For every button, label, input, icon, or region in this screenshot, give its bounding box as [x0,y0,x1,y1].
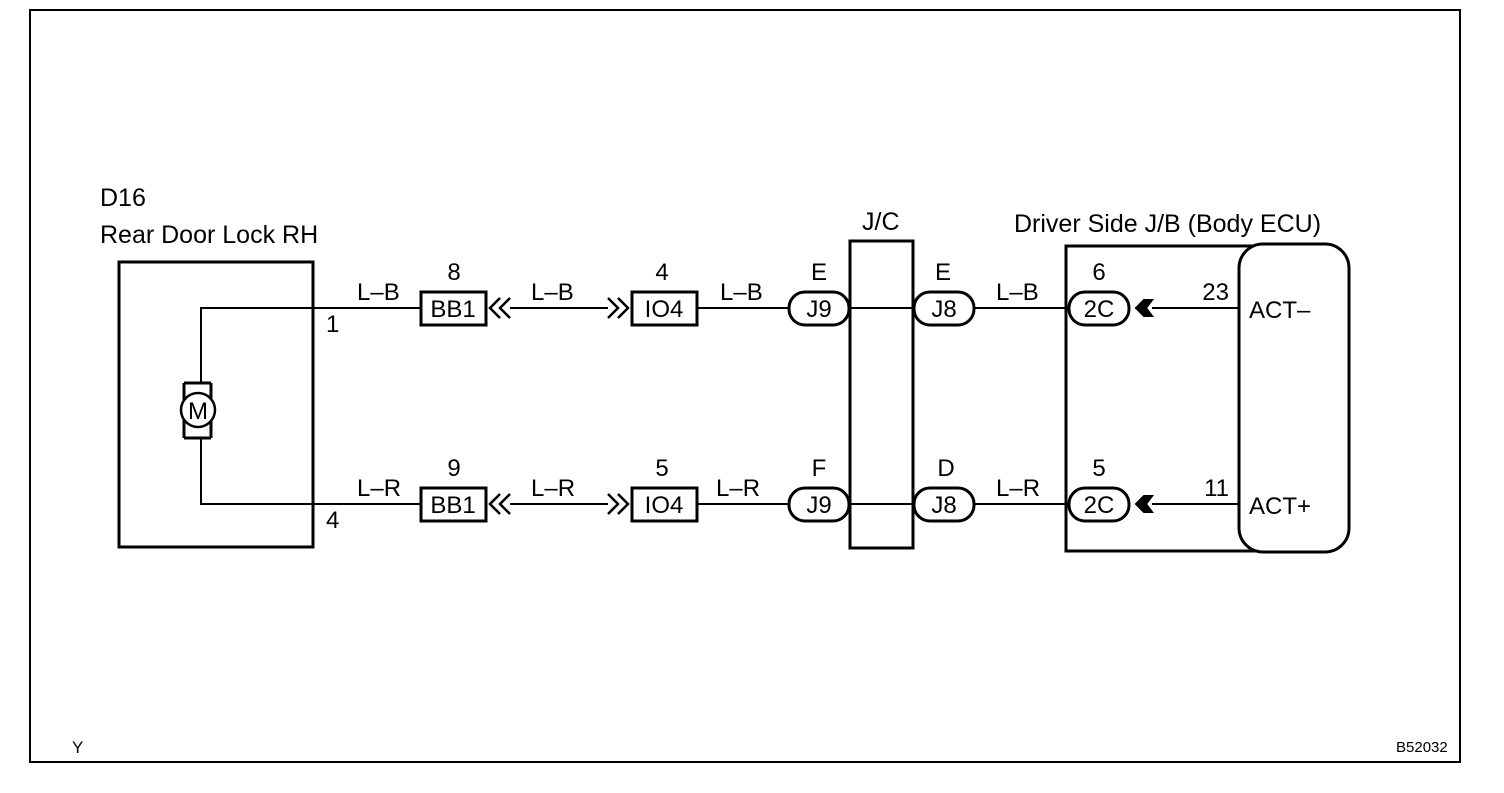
pin-4: 4 [326,507,339,534]
circuit-upper: L–B 8 BB1 L–B 4 IO4 L–B E J9 E J8 L–B 6 … [313,259,1311,327]
bb1-connector-label: BB1 [430,296,475,323]
j9-pin: E [811,259,827,286]
bb1-pin: 9 [447,455,460,482]
2c-connector [1067,290,1131,327]
motor-symbol: M [188,398,208,425]
j9-connector-label: J9 [806,296,831,323]
chevron-left-icon [488,493,511,515]
j8-connector-label: J8 [931,296,956,323]
component-code: D16 [100,184,146,212]
ecu-terminal-name: ACT– [1249,297,1311,324]
io4-pin: 4 [655,259,668,286]
io4-connector-label: IO4 [645,492,684,519]
body-ecu-box [1237,242,1351,554]
wire-color-label: L–R [531,475,575,502]
wire-color-label: L–B [531,279,574,306]
io4-connector [630,290,699,327]
2c-connector-label: 2C [1084,296,1115,323]
j8-connector-label: J8 [931,492,956,519]
terminal-arrow-icon [1134,299,1154,317]
wire-color-label: L–B [720,279,763,306]
2c-pin: 5 [1092,455,1105,482]
jc-label: J/C [862,208,900,236]
ecu-terminal-name: ACT+ [1249,493,1311,520]
j9-pin: F [812,455,827,482]
2c-connector-label: 2C [1084,492,1115,519]
motor-icon: M [179,381,217,440]
bb1-connector [419,486,488,523]
ecu-pin: 11 [1204,475,1229,502]
bb1-pin: 8 [447,259,460,286]
wire-color-label: L–R [357,475,401,502]
io4-pin: 5 [655,455,668,482]
pin-1: 1 [326,311,339,338]
wire-color-label: L–B [996,279,1039,306]
2c-pin: 6 [1092,259,1105,286]
chevron-right-icon [607,493,630,515]
wire-color-label: L–R [996,475,1040,502]
wire-color-label: L–B [357,279,400,306]
wire-color-label: L–R [716,475,760,502]
corner-mark: Y [72,738,83,757]
j9-connector-label: J9 [806,492,831,519]
motor-wire-lower [200,438,313,505]
ecu-pin: 23 [1202,279,1229,306]
motor-wire-upper [200,307,313,383]
j8-pin: E [935,259,951,286]
bb1-connector-label: BB1 [430,492,475,519]
door-lock-box [117,260,315,549]
bb1-connector [419,290,488,327]
component-name: Rear Door Lock RH [100,221,318,249]
circuit-lower: L–R 9 BB1 L–R 5 IO4 L–R F J9 D J8 L–R 5 … [313,455,1311,523]
chevron-right-icon [607,297,630,319]
figure-id: B52032 [1396,739,1448,756]
terminal-arrow-icon [1134,495,1154,513]
j8-pin: D [937,455,954,482]
ecu-title: Driver Side J/B (Body ECU) [1014,210,1321,238]
junction-connector-box [848,239,915,550]
io4-connector [630,486,699,523]
chevron-left-icon [488,297,511,319]
io4-connector-label: IO4 [645,296,684,323]
2c-connector [1067,486,1131,523]
